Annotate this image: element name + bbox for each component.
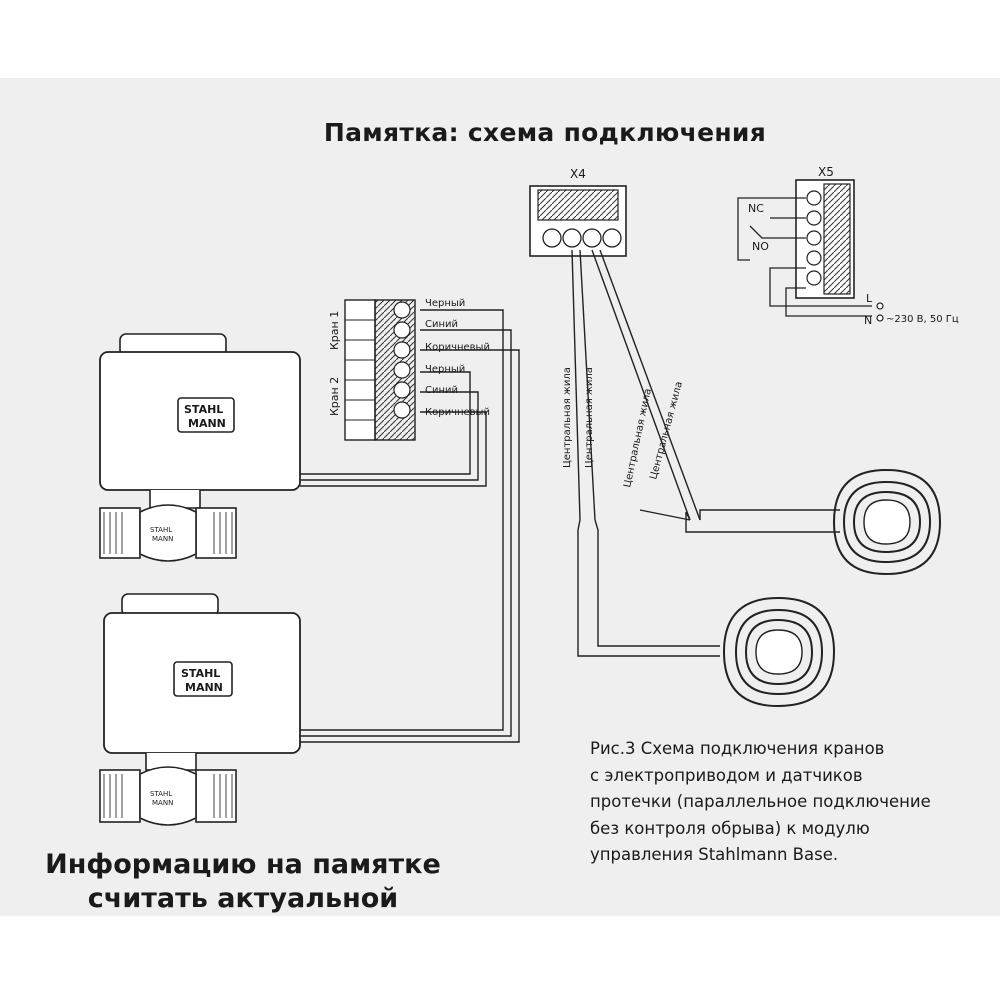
connector-x5: X5 NC NO L N ~230 В, 50 Гц [737, 165, 959, 327]
svg-text:MANN: MANN [152, 535, 173, 543]
wire-label: Черный [425, 298, 465, 309]
supply-n-label: N [864, 314, 872, 327]
valve-wires [300, 309, 520, 743]
svg-text:STAHL: STAHL [150, 526, 172, 534]
wire-label: Коричневый [425, 407, 490, 418]
svg-text:MANN: MANN [188, 417, 226, 430]
stahlmann-logo: STAHL MANN [173, 661, 233, 697]
wire-label: Коричневый [425, 342, 490, 353]
wire-label: Синий [425, 319, 458, 330]
relay-no-label: NO [752, 240, 769, 253]
valve-terminal-block: Кран 1 Кран 2 Черный Синий Коричневый Че… [328, 298, 490, 441]
x4-label: X4 [570, 167, 586, 181]
svg-text:STAHL: STAHL [181, 667, 220, 680]
stahlmann-logo: STAHL MANN [177, 397, 235, 433]
sensor-wires [571, 249, 840, 657]
page-title: Памятка: схема подключения [323, 118, 767, 147]
wire-label: Черный [425, 364, 465, 375]
svg-text:STAHL: STAHL [150, 790, 172, 798]
supply-l-label: L [866, 292, 873, 305]
leak-sensor-1 [832, 468, 942, 576]
wire-label: Центральная жила [562, 367, 573, 468]
wire-label: Центральная жила [584, 367, 595, 468]
valve-group2-label: Кран 2 [328, 377, 341, 416]
svg-text:STAHL: STAHL [184, 403, 223, 416]
x5-label: X5 [818, 165, 834, 179]
supply-voltage-label: ~230 В, 50 Гц [886, 314, 959, 325]
leak-sensor-2 [722, 596, 836, 708]
wire-label: Синий [425, 385, 458, 396]
figure-caption: Рис.3 Схема подключения кранов с электро… [590, 739, 931, 864]
svg-text:MANN: MANN [152, 799, 173, 807]
connector-x4: X4 [529, 167, 627, 257]
actuality-notice: Информацию на памятке считать актуальной [45, 849, 441, 914]
valve-2: STAHL MANN STAHL MANN [99, 593, 301, 826]
valve-1: STAHL MANN STAHL MANN [99, 333, 301, 562]
svg-text:MANN: MANN [185, 681, 223, 694]
sensor-wire-labels: Центральная жила Центральная жила Центра… [562, 367, 685, 489]
relay-nc-label: NC [748, 202, 764, 215]
valve-group1-label: Кран 1 [328, 311, 341, 350]
